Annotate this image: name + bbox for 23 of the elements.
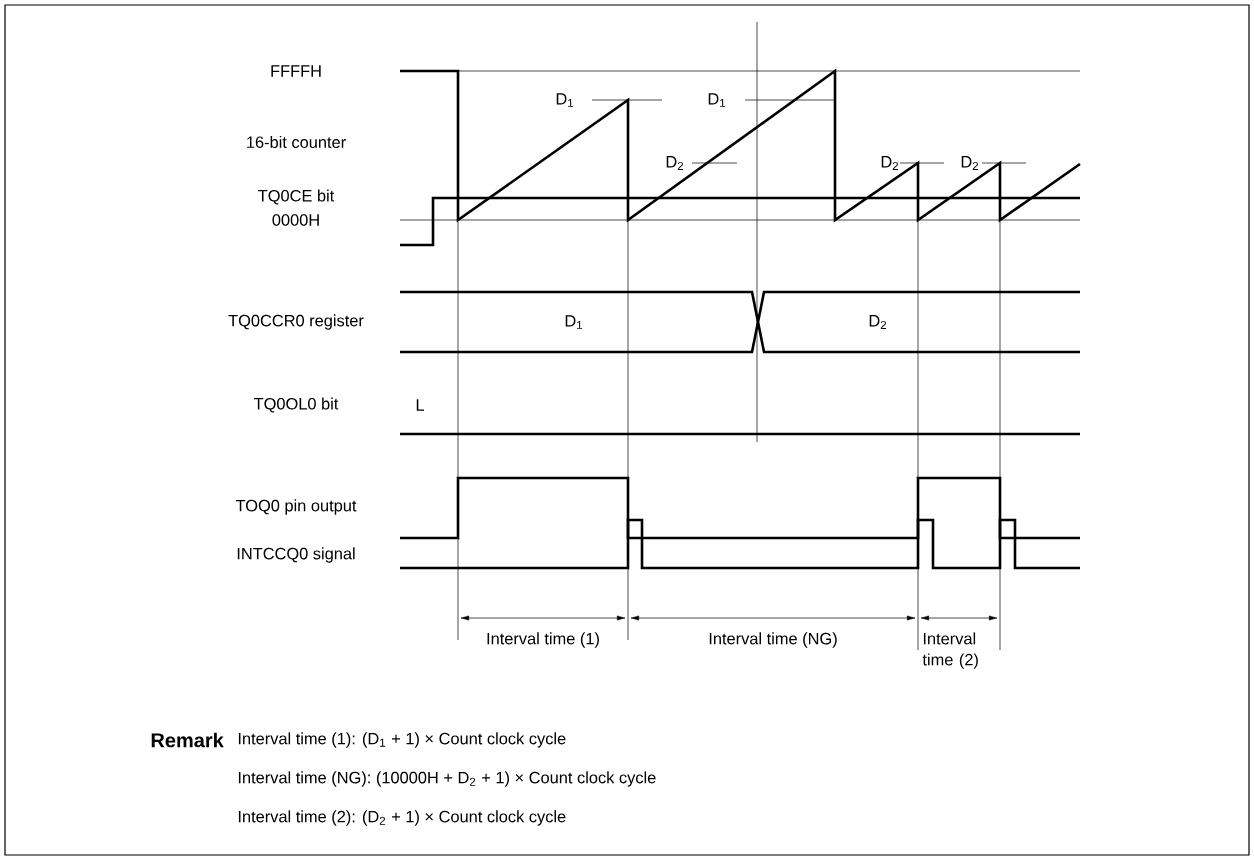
signal-name: TOQ0 pin output: [235, 499, 357, 515]
dimension-label: Interval time (2): [922, 632, 978, 669]
remark-text: Interval time (1): (D$_{1}$ + 1) × Count clock cycle: [238, 732, 566, 748]
remark-text: Interval time (NG): (10000H + D$_{2}$ + 1) × Count clock cycle: [238, 771, 656, 787]
signal-name: INTCCQ0 signal: [237, 547, 355, 563]
register-value: D$_{2}$: [869, 315, 887, 329]
signal-name: TQ0OL0 bit: [254, 397, 339, 413]
dimension-label: Interval time (1): [487, 632, 599, 648]
signal-name: 0000H: [272, 214, 319, 226]
level-label: L: [416, 399, 425, 411]
remark-text: Interval time (2): (D$_{2}$ + 1) × Count clock cycle: [238, 810, 566, 826]
signal-name: FFFFH: [271, 65, 321, 77]
signal-name: 16-bit counter: [247, 136, 346, 149]
level-label: D$_{2}$: [666, 156, 684, 170]
register-value: D$_{1}$: [565, 315, 583, 329]
signal-name: TQ0CE bit: [258, 189, 335, 205]
level-label: D$_{1}$: [556, 93, 574, 107]
level-label: D$_{2}$: [961, 156, 979, 170]
remark-heading: Remark: [151, 732, 224, 748]
level-label: D$_{1}$: [708, 93, 726, 107]
signal-name: TQ0CCR0 register: [228, 314, 364, 330]
level-label: D$_{2}$: [881, 156, 899, 170]
dimension-label: Interval time (NG): [709, 632, 837, 648]
